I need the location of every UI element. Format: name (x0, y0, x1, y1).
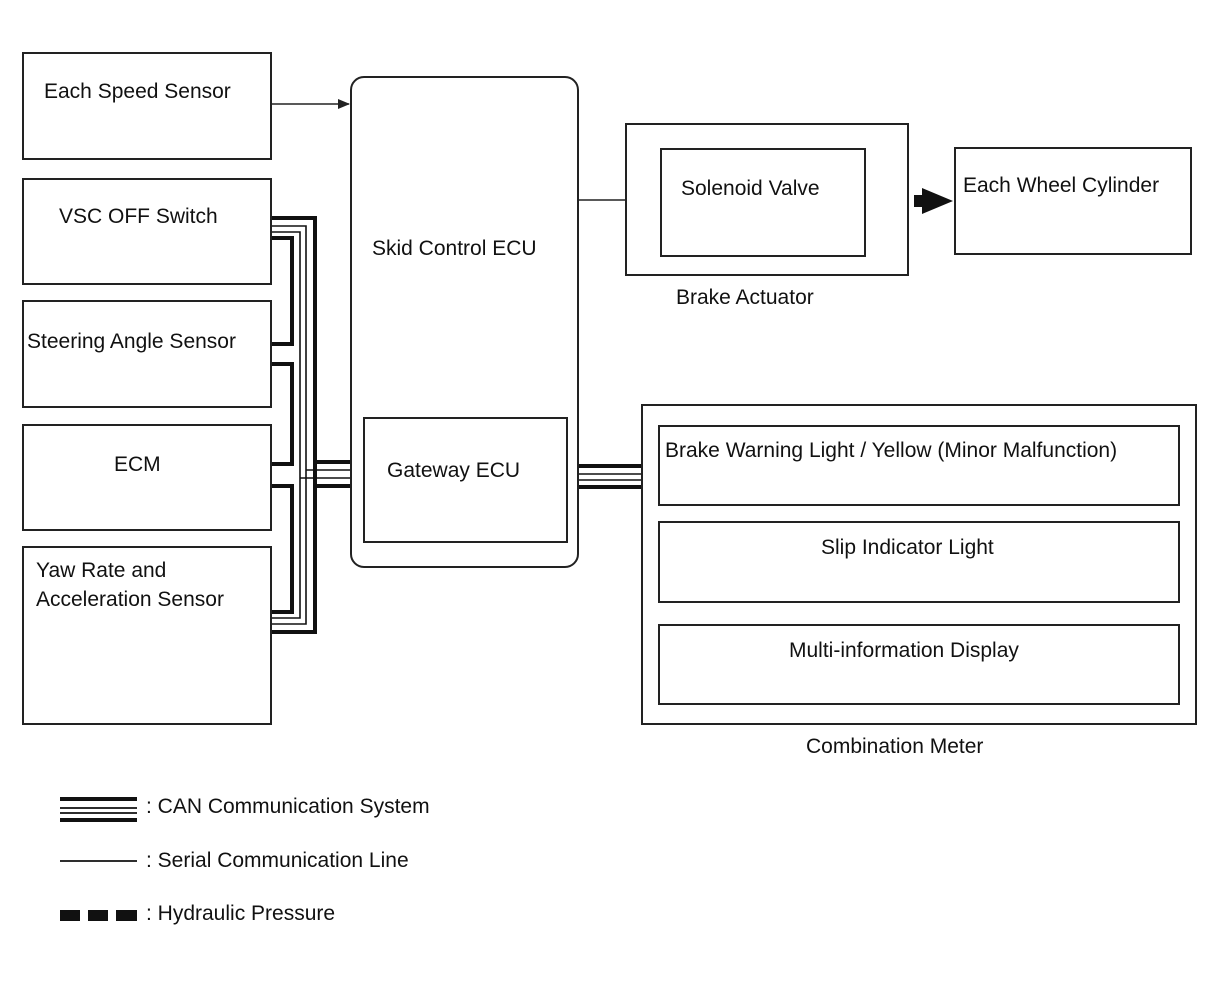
yaw-rate-sensor-box: Yaw Rate and Acceleration Sensor (22, 546, 272, 725)
can-bus-left (272, 216, 350, 634)
combination-meter-box: Brake Warning Light / Yellow (Minor Malf… (641, 404, 1197, 725)
each-wheel-cylinder-box: Each Wheel Cylinder (954, 147, 1192, 255)
legend-can-text: : CAN Communication System (146, 795, 430, 818)
ecm-box: ECM (22, 424, 272, 531)
multi-information-display-box: Multi-information Display (658, 624, 1180, 705)
slip-indicator-light-box: Slip Indicator Light (658, 521, 1180, 603)
yaw-rate-label-line2: Acceleration Sensor (36, 588, 224, 611)
each-wheel-cylinder-label: Each Wheel Cylinder (963, 174, 1160, 197)
brake-actuator-box: Solenoid Valve (625, 123, 909, 276)
brake-warning-light-label: Brake Warning Light / Yellow (Minor Malf… (665, 439, 1118, 462)
yaw-rate-label-line1: Yaw Rate and (36, 559, 167, 582)
each-speed-sensor-box: Each Speed Sensor (22, 52, 272, 160)
legend-hydraulic-symbol (60, 910, 137, 921)
slip-indicator-light-label: Slip Indicator Light (821, 536, 994, 559)
steering-angle-sensor-label: Steering Angle Sensor (27, 330, 236, 353)
can-bus-right (579, 464, 641, 489)
gateway-ecu-box: Gateway ECU (363, 417, 568, 543)
vsc-off-switch-box: VSC OFF Switch (22, 178, 272, 285)
skid-control-ecu-box: Skid Control ECU Gateway ECU (350, 76, 579, 568)
each-speed-sensor-label: Each Speed Sensor (44, 80, 231, 103)
brake-warning-light-box: Brake Warning Light / Yellow (Minor Malf… (658, 425, 1180, 506)
legend-hydraulic-text: : Hydraulic Pressure (146, 902, 336, 925)
skid-control-ecu-label: Skid Control ECU (372, 237, 537, 260)
steering-angle-sensor-box: Steering Angle Sensor (22, 300, 272, 408)
solenoid-valve-label: Solenoid Valve (681, 177, 820, 200)
legend-serial-text: : Serial Communication Line (146, 849, 409, 872)
multi-information-display-label: Multi-information Display (789, 639, 1019, 662)
brake-actuator-label: Brake Actuator (676, 286, 814, 309)
solenoid-valve-box: Solenoid Valve (660, 148, 866, 257)
gateway-ecu-label: Gateway ECU (387, 459, 521, 482)
vsc-off-switch-label: VSC OFF Switch (59, 205, 218, 228)
combination-meter-label: Combination Meter (806, 735, 984, 758)
ecm-label: ECM (114, 453, 161, 476)
legend-can-symbol (60, 797, 137, 822)
